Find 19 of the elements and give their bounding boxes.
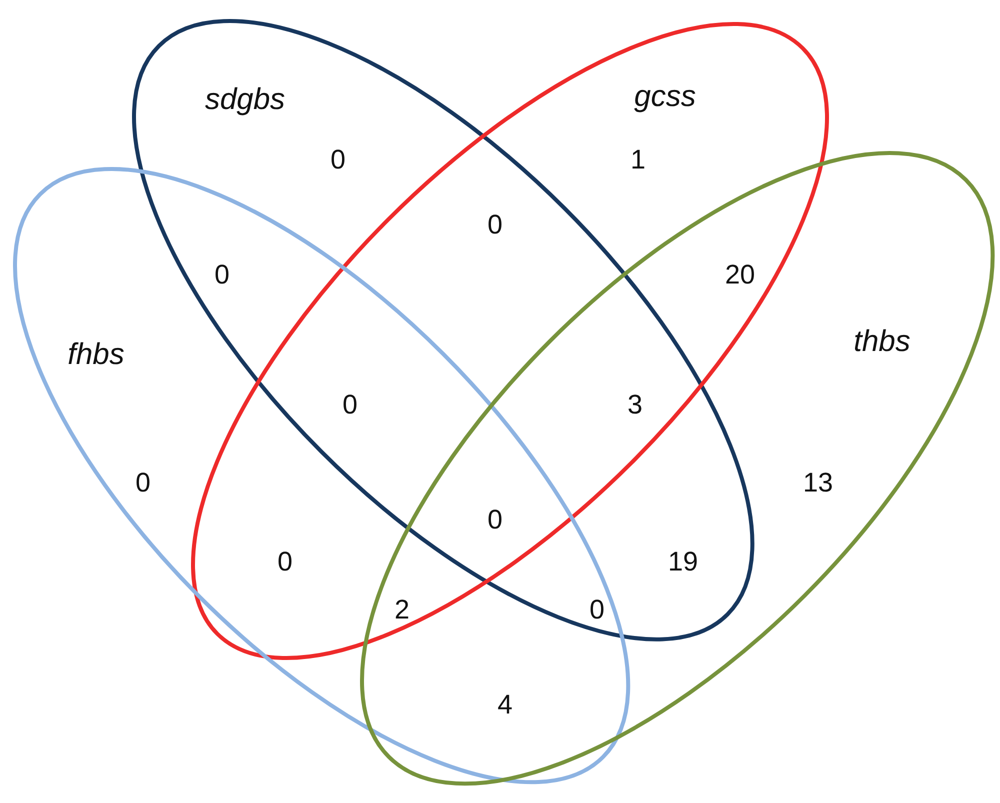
count-label: 0 xyxy=(330,146,346,174)
count-label: 13 xyxy=(802,470,834,496)
count-label: 2 xyxy=(394,596,410,624)
count-label: 0 xyxy=(589,596,605,624)
count-label: 0 xyxy=(214,262,230,288)
set-name: sdgbs xyxy=(204,84,286,115)
set-name: fhbs xyxy=(68,340,124,370)
count-label: 1 xyxy=(630,146,646,174)
count-label: 19 xyxy=(668,548,698,576)
set-name: thbs xyxy=(854,326,910,357)
count-label: 20 xyxy=(724,262,756,288)
set-name: gcss xyxy=(634,82,696,112)
count-label: 4 xyxy=(497,692,513,718)
count-label: 0 xyxy=(487,506,503,534)
count-label: 0 xyxy=(135,470,151,496)
count-label: 0 xyxy=(342,392,358,418)
count-label: 0 xyxy=(277,548,293,576)
count-label: 3 xyxy=(627,392,643,418)
count-label: 0 xyxy=(487,212,503,238)
